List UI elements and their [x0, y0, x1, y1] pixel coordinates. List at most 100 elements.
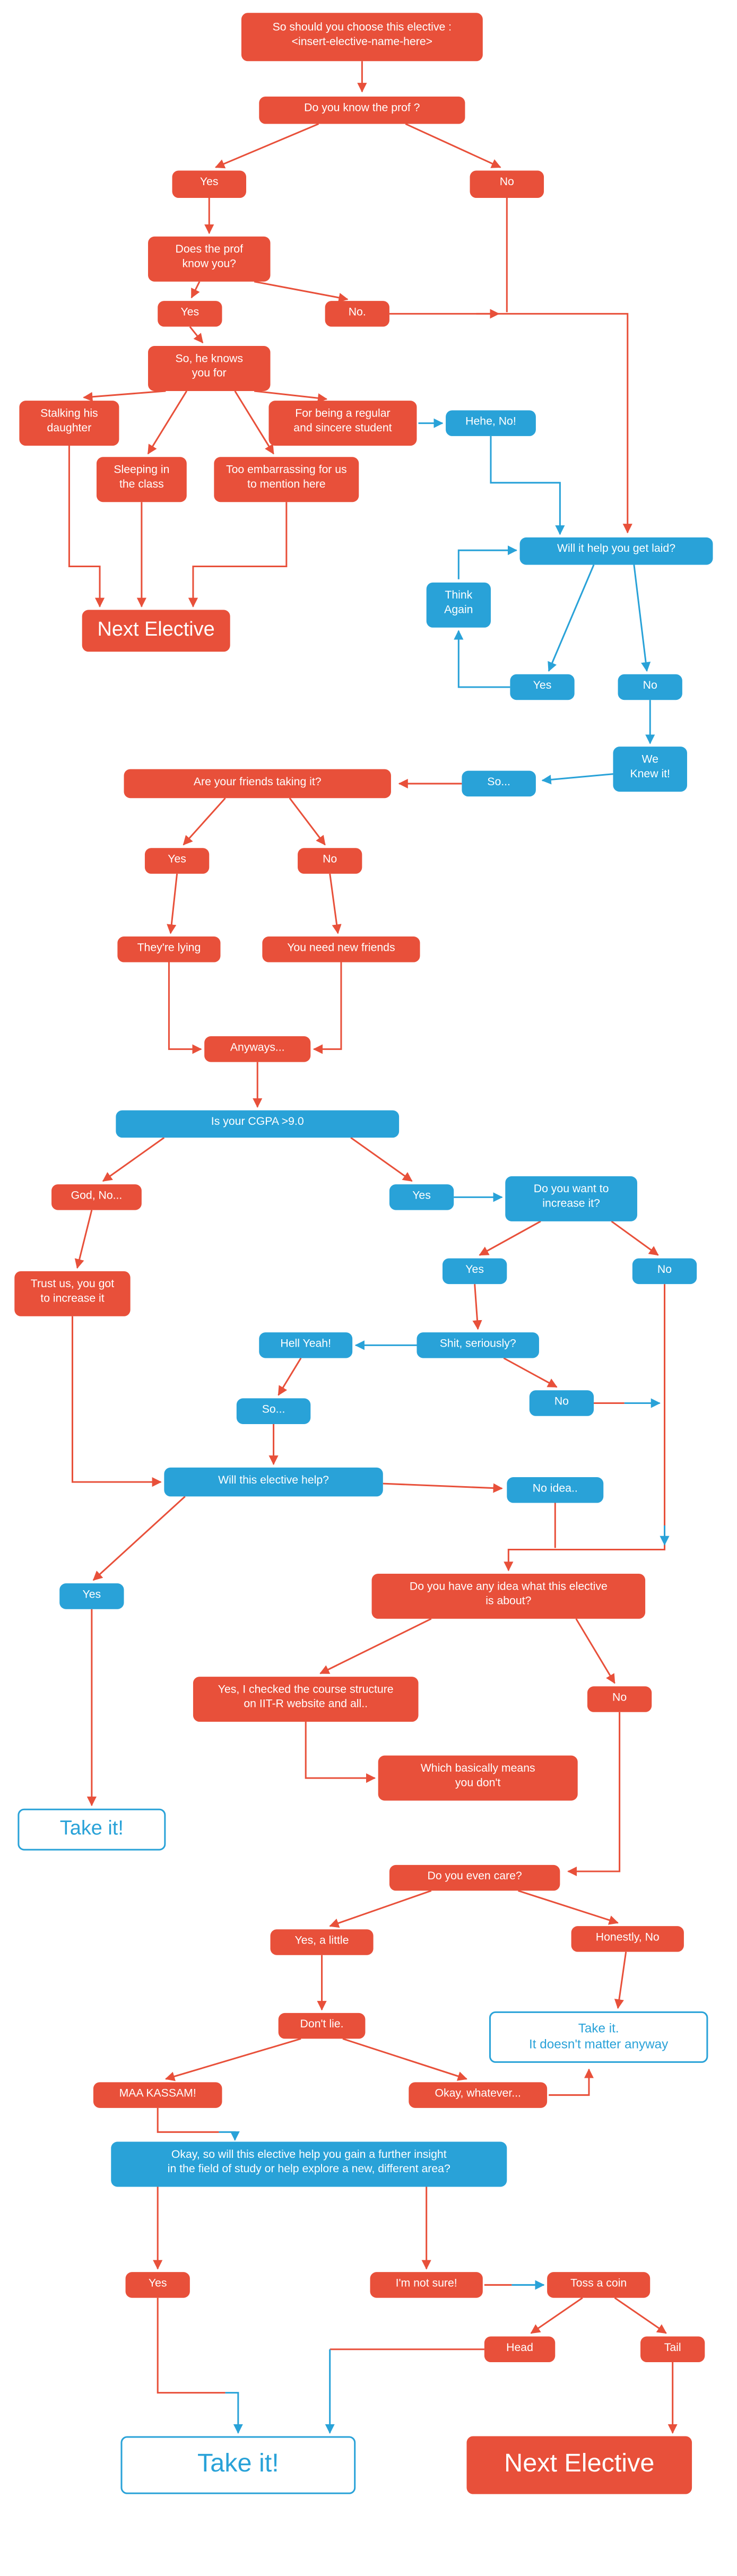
edge [234, 391, 274, 455]
edge [342, 2037, 467, 2081]
edge [614, 2297, 667, 2334]
edge [225, 2392, 243, 2434]
edge [68, 446, 105, 608]
node-no-2: No. [325, 301, 389, 327]
node-head: Head [484, 2336, 556, 2363]
edge [83, 390, 166, 402]
node-no-idea: No idea.. [507, 1477, 604, 1503]
edge [541, 773, 613, 785]
node-prof-know-you: Does the prof know you? [148, 236, 271, 282]
node-any-idea: Do you have any idea what this elective … [371, 1573, 646, 1619]
node-friends-taking: Are your friends taking it? [124, 769, 391, 799]
edge [214, 123, 319, 169]
edge [102, 1137, 165, 1182]
node-no-5: No [632, 1258, 697, 1285]
node-next-elective-2: Next Elective [466, 2436, 692, 2494]
node-yes-3: Yes [144, 848, 210, 874]
edge [457, 545, 518, 579]
edge [530, 2297, 583, 2334]
edge [92, 1496, 186, 1581]
edge [383, 1482, 503, 1493]
edge [518, 1889, 619, 1925]
node-maa-kassam: MAA KASSAM! [93, 2082, 222, 2108]
edge [164, 2037, 301, 2081]
node-no-laid: No [618, 674, 682, 700]
node-okay-whatever: Okay, whatever... [409, 2082, 548, 2108]
node-take-it-2: Take it. It doesn't matter anyway [489, 2011, 708, 2063]
node-take-it-1: Take it! [18, 1808, 166, 1851]
node-knows-you-for: So, he knows you for [148, 346, 271, 391]
edge [254, 281, 349, 302]
node-sleeping-class: Sleeping in the class [96, 457, 187, 502]
node-basically-means: Which basically means you don't [378, 1755, 578, 1801]
node-stalking-daughter: Stalking his daughter [19, 401, 119, 446]
edge [254, 390, 328, 403]
edge [71, 1316, 162, 1487]
edge [472, 1283, 482, 1330]
edge [157, 2107, 219, 2133]
node-yes-6: Yes [59, 1583, 124, 1609]
node-think-again: Think Again [426, 582, 491, 628]
node-hell-yeah: Hell Yeah! [259, 1332, 353, 1358]
edge [168, 962, 202, 1054]
node-shit-seriously: Shit, seriously? [417, 1332, 539, 1358]
node-want-increase: Do you want to increase it? [505, 1176, 637, 1221]
node-get-laid: Will it help you get laid? [519, 537, 713, 565]
node-too-embarrassing: Too embarrassing for us to mention here [214, 457, 359, 502]
node-yes-1: Yes [172, 170, 247, 198]
edge [189, 326, 204, 344]
node-yes-2: Yes [158, 301, 222, 327]
node-cgpa: Is your CGPA >9.0 [116, 1110, 400, 1138]
node-theyre-lying: They're lying [117, 936, 221, 962]
edge [490, 436, 565, 535]
edge [183, 797, 226, 846]
node-trust-us: Trust us, you got to increase it [14, 1271, 131, 1316]
edge [278, 1357, 302, 1396]
node-yes-7: Yes [125, 2272, 190, 2298]
node-honestly-no: Honestly, No [571, 1926, 684, 1952]
edge [549, 2068, 594, 2096]
node-know-prof: Do you know the prof ? [259, 96, 465, 124]
node-regular-student: For being a regular and sincere student [268, 401, 417, 446]
edge [157, 2297, 226, 2394]
edge [548, 564, 595, 672]
node-start: So should you choose this elective : <in… [241, 13, 483, 62]
node-dont-lie: Don't lie. [278, 2013, 366, 2039]
edge [405, 123, 501, 168]
node-take-it-3: Take it! [120, 2436, 356, 2494]
edge [454, 630, 510, 688]
edge [329, 1889, 432, 1928]
edge [614, 1951, 627, 2009]
edge [289, 797, 326, 846]
node-yes-laid: Yes [510, 674, 575, 700]
node-god-no: God, No... [51, 1184, 142, 1210]
node-yes-5: Yes [442, 1258, 507, 1285]
node-not-sure: I'm not sure! [370, 2272, 483, 2298]
edge [147, 391, 188, 455]
edge [74, 1210, 93, 1269]
node-so-1: So... [462, 770, 536, 797]
node-hehe-no: Hehe, No! [446, 410, 536, 436]
edge [190, 281, 201, 299]
node-tail: Tail [640, 2336, 705, 2363]
edge [219, 2131, 240, 2141]
edge [319, 1618, 432, 1675]
edge [350, 1137, 413, 1182]
edge [567, 1712, 621, 1877]
node-no-7: No [587, 1686, 652, 1712]
node-toss-a-coin: Toss a coin [547, 2272, 651, 2298]
edge [389, 313, 632, 534]
edge [167, 873, 178, 934]
edge [503, 1357, 558, 1388]
edge [611, 1220, 659, 1256]
node-no-6: No [529, 1390, 594, 1416]
edge [633, 565, 651, 672]
edge [504, 1284, 666, 1572]
node-will-elective-help: Will this elective help? [164, 1467, 383, 1497]
edge [305, 1721, 376, 1783]
node-anyways: Anyways... [204, 1036, 311, 1062]
node-yes-a-little: Yes, a little [270, 1929, 374, 1955]
